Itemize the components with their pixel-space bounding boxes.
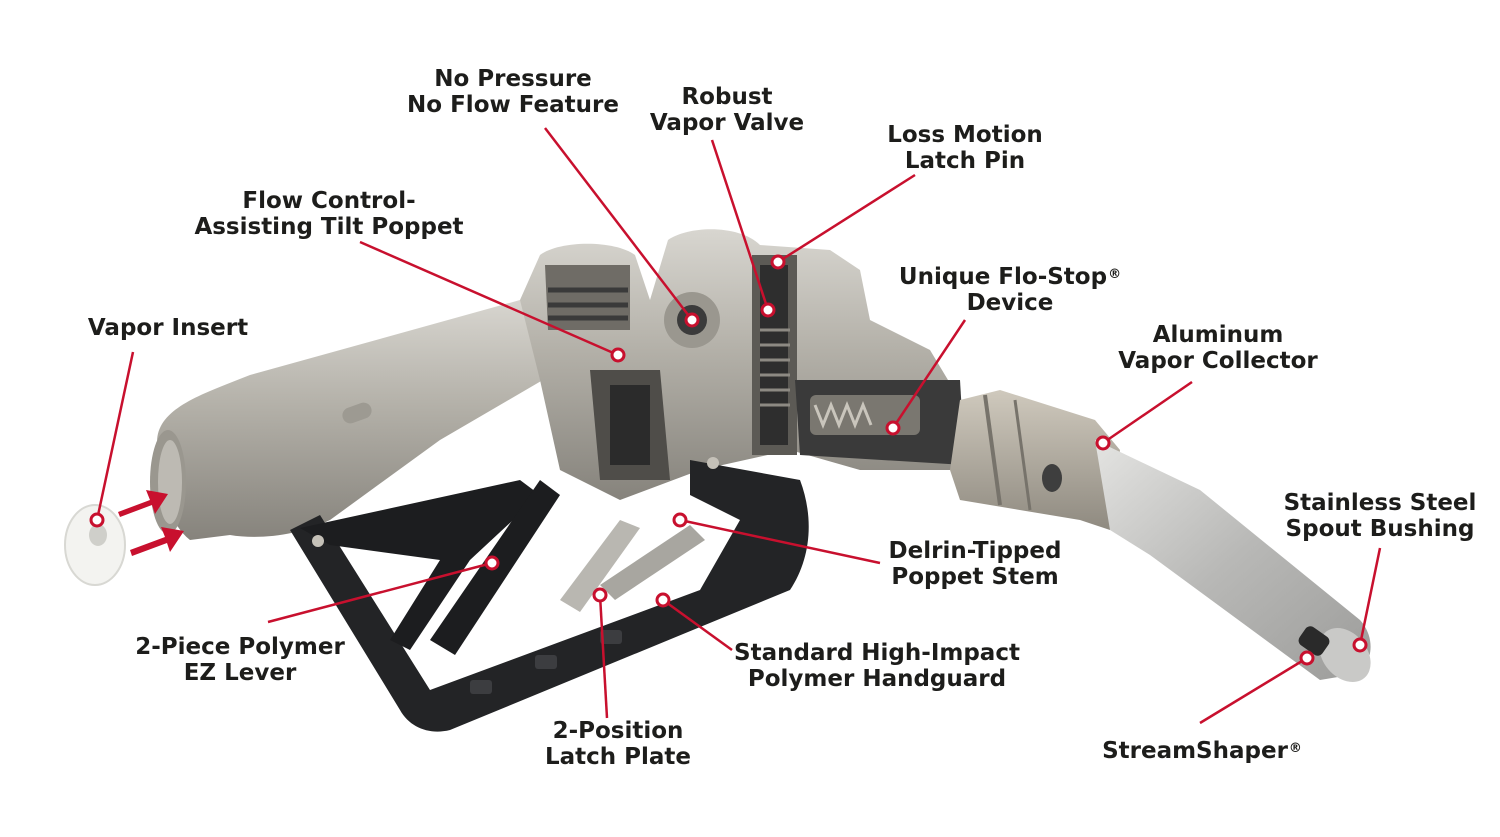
callout-dot-delrin-stem xyxy=(672,512,688,528)
callout-dot-handguard xyxy=(655,592,671,608)
callout-dot-latch-pin xyxy=(770,254,786,270)
vapor-collector xyxy=(950,390,1120,530)
callout-line-spout-bushing xyxy=(1358,547,1382,646)
vapor-insert xyxy=(64,504,126,586)
label-ez-lever: 2-Piece Polymer EZ Lever xyxy=(135,634,345,686)
label-loss-motion-line1: Loss Motion xyxy=(887,122,1043,148)
label-ez-lever-line2: EZ Lever xyxy=(183,660,297,686)
callout-line-latch-pin xyxy=(777,173,916,264)
label-loss-motion-line2: Latch Pin xyxy=(904,148,1026,174)
label-latch-plate-line2: Latch Plate xyxy=(544,744,692,770)
label-loss-motion: Loss Motion Latch Pin xyxy=(887,122,1043,174)
label-handguard-line2: Polymer Handguard xyxy=(747,666,1007,692)
label-flo-stop-text: Unique Flo-Stop xyxy=(898,264,1108,290)
label-delrin-stem: Delrin-Tipped Poppet Stem xyxy=(889,538,1062,590)
label-streamshaper-text: StreamShaper xyxy=(1102,738,1288,764)
callout-line-ez-lever xyxy=(267,561,493,624)
callout-line-vapor-insert xyxy=(95,351,135,521)
label-handguard-line1: Standard High-Impact xyxy=(734,640,1020,666)
label-flow-control-line1: Flow Control- xyxy=(242,188,416,214)
callout-line-latch-plate xyxy=(598,594,609,719)
label-no-pressure-line2: No Flow Feature xyxy=(407,92,619,118)
label-handguard: Standard High-Impact Polymer Handguard xyxy=(734,640,1020,692)
callout-line-handguard xyxy=(662,598,733,652)
label-streamshaper-line1: StreamShaper® xyxy=(1102,736,1302,764)
label-latch-plate-line1: 2-Position xyxy=(552,718,684,744)
label-latch-plate: 2-Position Latch Plate xyxy=(545,718,691,770)
handguard xyxy=(290,457,809,732)
label-flo-stop-line1: Unique Flo-Stop® xyxy=(899,262,1121,290)
callout-dot-tilt-poppet xyxy=(610,347,626,363)
callout-line-streamshaper xyxy=(1199,656,1308,725)
callout-dot-no-pressure xyxy=(684,312,700,328)
valve-housing xyxy=(520,229,975,500)
callout-dot-vapor-insert xyxy=(89,512,105,528)
callout-line-flo-stop xyxy=(891,319,967,429)
spout xyxy=(1095,440,1371,682)
label-delrin-stem-line1: Delrin-Tipped xyxy=(888,538,1062,564)
registered-mark: ® xyxy=(1108,267,1122,282)
label-no-pressure-line1: No Pressure xyxy=(434,66,592,92)
insert-arrows xyxy=(118,490,184,556)
label-stainless-bushing-line1: Stainless Steel xyxy=(1283,490,1477,516)
label-stainless-bushing: Stainless Steel Spout Bushing xyxy=(1284,490,1477,542)
callout-dot-latch-plate xyxy=(592,587,608,603)
label-flow-control-line2: Assisting Tilt Poppet xyxy=(194,214,464,240)
label-aluminum-collector: Aluminum Vapor Collector xyxy=(1118,322,1318,374)
callout-dot-spout-bushing xyxy=(1352,637,1368,653)
callout-line-delrin-stem xyxy=(679,518,881,565)
label-vapor-insert: Vapor Insert xyxy=(88,315,248,341)
callout-dot-vapor-collector xyxy=(1095,435,1111,451)
callout-line-no-pressure xyxy=(544,127,693,321)
label-robust-vapor-valve-line1: Robust xyxy=(681,84,773,110)
label-stainless-bushing-line2: Spout Bushing xyxy=(1285,516,1475,542)
callout-lines xyxy=(95,127,1382,725)
callout-dot-flo-stop xyxy=(885,420,901,436)
callout-line-vapor-valve xyxy=(710,139,770,311)
label-robust-vapor-valve-line2: Vapor Valve xyxy=(649,110,805,136)
callout-line-tilt-poppet xyxy=(359,240,619,357)
label-aluminum-collector-line1: Aluminum xyxy=(1152,322,1284,348)
label-robust-vapor-valve: Robust Vapor Valve xyxy=(650,84,804,136)
registered-mark: ® xyxy=(1288,741,1302,756)
label-flo-stop-line2: Device xyxy=(966,290,1054,316)
callout-dots xyxy=(89,254,1368,666)
label-streamshaper: StreamShaper® xyxy=(1102,736,1302,764)
callout-dot-vapor-valve xyxy=(760,302,776,318)
label-ez-lever-line1: 2-Piece Polymer xyxy=(135,634,345,660)
callout-line-vapor-collector xyxy=(1102,380,1193,445)
latch-plate xyxy=(560,520,705,612)
label-vapor-insert-line1: Vapor Insert xyxy=(87,315,249,341)
label-no-pressure: No Pressure No Flow Feature xyxy=(407,66,619,118)
label-flo-stop: Unique Flo-Stop® Device xyxy=(899,262,1121,316)
label-delrin-stem-line2: Poppet Stem xyxy=(891,564,1059,590)
handle-body xyxy=(150,298,568,540)
callout-dot-streamshaper xyxy=(1299,650,1315,666)
label-aluminum-collector-line2: Vapor Collector xyxy=(1118,348,1318,374)
callout-dot-ez-lever xyxy=(484,555,500,571)
label-flow-control: Flow Control- Assisting Tilt Poppet xyxy=(194,188,463,240)
